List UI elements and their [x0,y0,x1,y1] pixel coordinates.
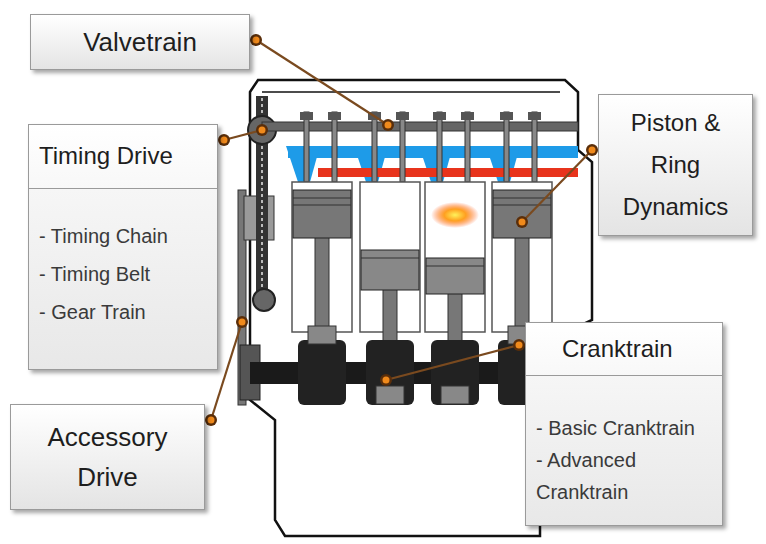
callout-title: Timing Drive [39,142,173,171]
valve-stem [332,112,337,182]
valve-cap [328,112,341,120]
leader-dot-core [239,319,246,326]
list-item: - Basic Cranktrain [536,412,712,444]
leader-dot-core [385,122,392,129]
connecting-rod [315,230,329,335]
exhaust-manifold [318,168,578,177]
leader-dot [256,124,268,136]
leader-dot-core [253,37,260,44]
list-item: - Timing Chain [39,217,207,255]
combustion-flame [431,202,479,228]
callout-body: - Timing Chain- Timing Belt- Gear Train [29,189,217,369]
callout-label: Valvetrain [39,27,241,57]
piston [361,250,419,290]
counterweight [431,340,479,405]
callout-box: Cranktrain - Basic Cranktrain- Advanced C… [525,322,723,526]
piston-ring [293,205,351,206]
leader-dot-core [516,342,523,349]
valve-stem [465,112,470,182]
callout-box: Piston & Ring Dynamics [598,94,753,236]
leader-dot [218,134,230,146]
valve-stem [532,112,537,182]
leader-dot [205,414,217,426]
connecting-rod [515,230,529,335]
piston-ring [426,266,484,267]
callout-header: Timing Drive [29,125,217,189]
head-line [262,91,560,93]
callout-box: Timing Drive - Timing Chain- Timing Belt-… [28,124,218,370]
piston-ring [493,205,551,206]
valve-stem [304,112,309,182]
counterweight [366,340,414,405]
valve-cap [300,112,313,120]
list-item: - Advanced Cranktrain [536,444,712,508]
piston [493,190,551,238]
valve-cap [461,112,474,120]
big-end [308,326,336,344]
leader-dot [513,339,525,351]
leader-dot-core [208,417,215,424]
leader-dot-core [383,377,390,384]
leader-dot-core [259,127,266,134]
piston-ring [493,198,551,199]
leader-dot [250,34,262,46]
leader-dot-core [221,137,228,144]
piston-ring [361,258,419,259]
piston [426,258,484,294]
crank-sprocket [253,289,275,311]
leader-dot [516,216,528,228]
leader-dot [586,144,598,156]
piston [293,190,351,238]
callout-title: Cranktrain [562,335,673,364]
list-item: - Timing Belt [39,255,207,293]
callout-box: Accessory Drive [10,404,205,510]
big-end [441,386,469,404]
timing-chain [256,96,268,306]
valve-cap [396,112,409,120]
valve-stem [400,112,405,182]
callout-label: Accessory Drive [19,417,196,497]
list-item: - Gear Train [39,293,207,331]
intake-port [286,146,320,182]
valve-stem [437,112,442,182]
counterweight [298,340,346,405]
leader-dot-core [589,147,596,154]
leader-line [386,345,519,380]
valve-cap [433,112,446,120]
big-end [376,386,404,404]
leader-dot [236,316,248,328]
callout-header: Cranktrain [526,323,722,376]
leader-dot [382,119,394,131]
valve-cap [500,112,513,120]
valve-cap [528,112,541,120]
callout-label: Piston & Ring Dynamics [607,102,744,228]
callout-box: Valvetrain [30,14,250,70]
leader-dot [380,374,392,386]
leader-line [522,150,592,222]
callout-body: - Basic Cranktrain- Advanced Cranktrain [526,376,722,525]
leader-line [256,40,388,125]
piston-ring [293,198,351,199]
leader-dot-core [519,219,526,226]
valve-stem [372,112,377,182]
valve-stem [504,112,509,182]
